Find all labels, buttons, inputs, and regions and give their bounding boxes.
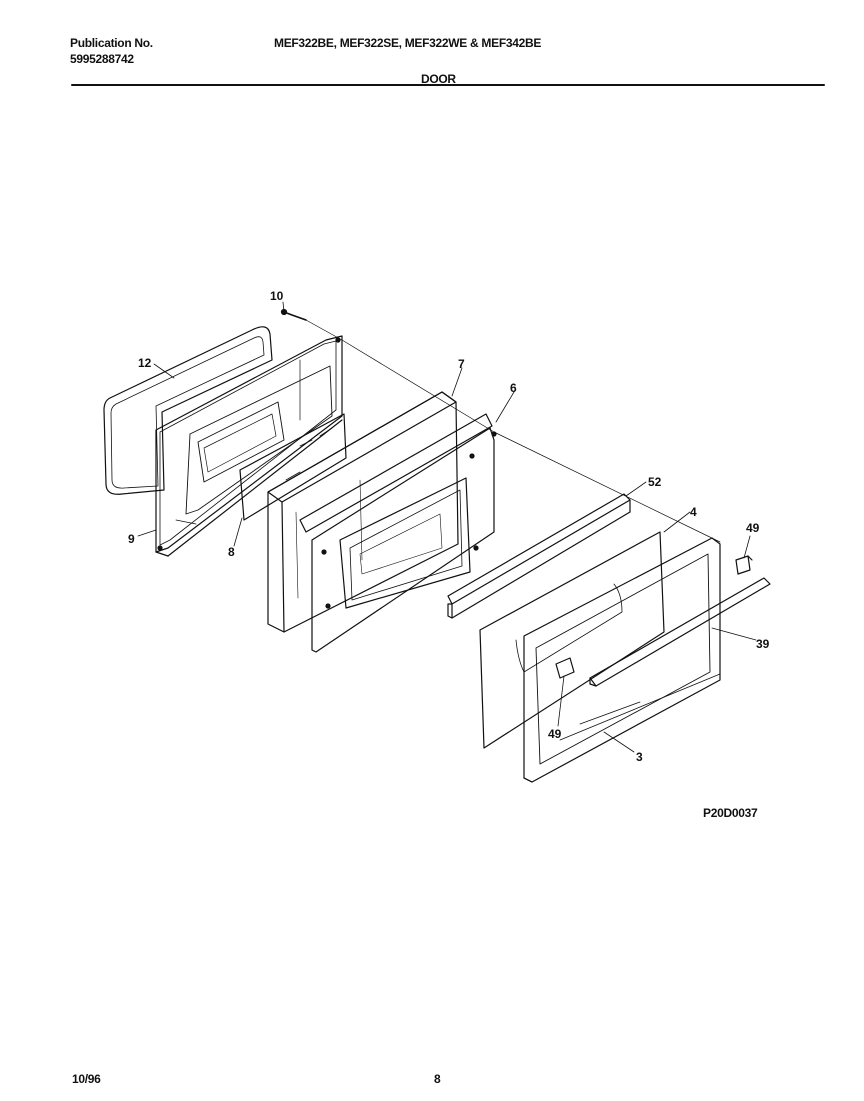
callout-39: 39 [756, 637, 770, 651]
part-9-inner-panel [156, 336, 342, 556]
footer-page-number: 8 [434, 1072, 441, 1086]
callout-12: 12 [138, 356, 152, 370]
callout-7: 7 [458, 357, 465, 371]
callout-labels: 10 12 7 6 9 8 52 4 49 39 49 3 [128, 289, 770, 764]
part-12-door-gasket [104, 327, 272, 494]
callout-49-bottom: 49 [548, 727, 562, 741]
drawing-code: P20D0037 [703, 806, 758, 820]
callout-8: 8 [228, 545, 235, 559]
model-list: MEF322BE, MEF322SE, MEF322WE & MEF342BE [274, 36, 542, 50]
section-title: DOOR [421, 72, 456, 86]
footer-date: 10/96 [72, 1072, 101, 1086]
part-8-glass [240, 414, 346, 520]
part-6-outer-frame [300, 414, 497, 652]
leader-lines [138, 302, 756, 752]
part-52-trim [448, 494, 630, 618]
callout-3: 3 [636, 750, 643, 764]
part-39-handle [590, 578, 770, 686]
part-49-end-cap-left [556, 658, 574, 678]
callout-49-top: 49 [746, 521, 760, 535]
publication-number: 5995288742 [70, 52, 134, 66]
part-7-insulation [268, 392, 458, 632]
callout-10: 10 [270, 289, 284, 303]
callout-52: 52 [648, 475, 662, 489]
part-4-glass-panel [480, 532, 664, 748]
callout-9: 9 [128, 532, 135, 546]
callout-4: 4 [690, 505, 697, 519]
part-49-end-cap-right [736, 556, 752, 574]
publication-label: Publication No. [70, 36, 153, 50]
alignment-lines [306, 320, 720, 542]
part-10-screw [280, 308, 307, 321]
callout-6: 6 [510, 381, 517, 395]
